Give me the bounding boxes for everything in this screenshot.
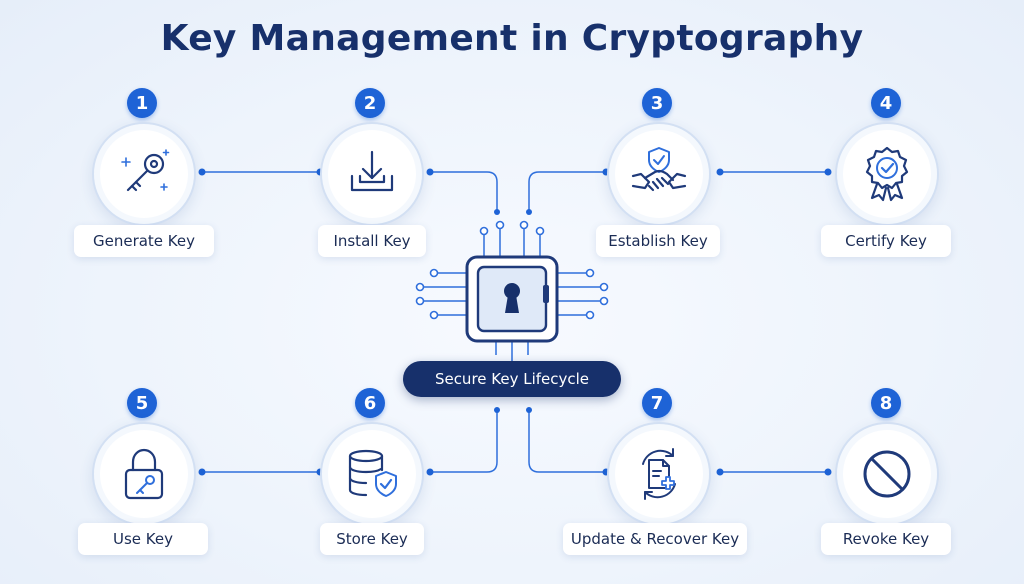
center-lifecycle-label: Secure Key Lifecycle (403, 361, 621, 397)
key-icon (121, 149, 170, 192)
step-label-revoke-key: Revoke Key (821, 523, 951, 555)
step-number-badge: 6 (355, 388, 385, 418)
step-circle-store-key (320, 422, 424, 526)
step-label-store-key: Store Key (320, 523, 424, 555)
step-label-update-recover-key: Update & Recover Key (563, 523, 747, 555)
step-label-establish-key: Establish Key (596, 225, 720, 257)
step-circle-establish-key (607, 122, 711, 226)
handshake-shield-icon (631, 147, 687, 192)
step-label-install-key: Install Key (318, 225, 426, 257)
step-circle-certify-key (835, 122, 939, 226)
certificate-badge-icon (865, 146, 909, 202)
padlock-key-icon (124, 448, 164, 500)
step-circle-install-key (320, 122, 424, 226)
step-number-badge: 4 (871, 88, 901, 118)
database-shield-icon (348, 449, 397, 497)
step-circle-generate-key (92, 122, 196, 226)
page-title: Key Management in Cryptography (160, 18, 864, 59)
step-circle-revoke-key (835, 422, 939, 526)
download-tray-icon (350, 150, 394, 192)
step-circle-update-recover-key (607, 422, 711, 526)
step-label-use-key: Use Key (78, 523, 208, 555)
keyhole-chip-icon (415, 220, 609, 361)
step-label-certify-key: Certify Key (821, 225, 951, 257)
step-number-badge: 1 (127, 88, 157, 118)
prohibited-icon (863, 450, 911, 498)
step-number-badge: 2 (355, 88, 385, 118)
step-number-badge: 3 (642, 88, 672, 118)
step-number-badge: 5 (127, 388, 157, 418)
step-number-badge: 7 (642, 388, 672, 418)
document-refresh-icon (642, 448, 676, 500)
step-number-badge: 8 (871, 388, 901, 418)
step-circle-use-key (92, 422, 196, 526)
step-label-generate-key: Generate Key (74, 225, 214, 257)
